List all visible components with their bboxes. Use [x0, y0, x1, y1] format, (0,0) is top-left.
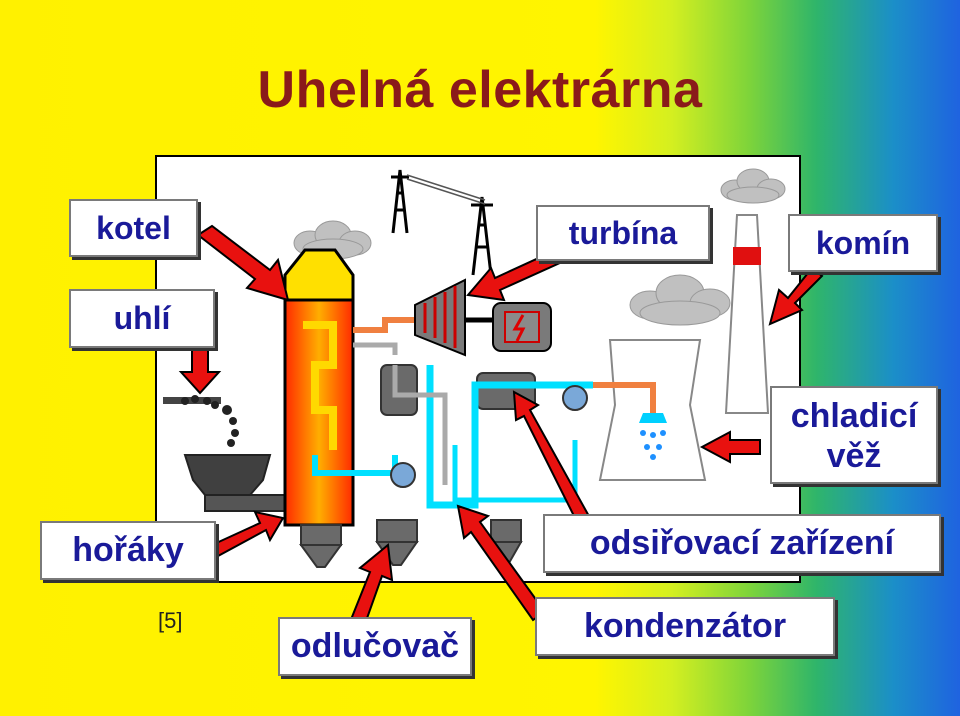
- label-kotel: kotel: [69, 199, 198, 257]
- cloud-icon: [629, 274, 731, 326]
- label-chladici-vez-line1: chladicí: [790, 397, 918, 435]
- boiler-tubes: [303, 321, 337, 450]
- pump-icon: [562, 385, 588, 411]
- reference-number: [5]: [158, 608, 183, 633]
- page-title: Uhelná elektrárna: [257, 61, 703, 119]
- lightning-icon: [512, 314, 526, 342]
- label-odsirovaci-zarizeni: odsiřovací zařízení: [543, 514, 941, 573]
- arrow-komin: [768, 266, 824, 326]
- label-horaky: hořáky: [40, 521, 216, 580]
- coal-pile-icon: [163, 395, 239, 447]
- label-chladici-vez: chladicí věž: [770, 386, 938, 484]
- water-drops: [640, 430, 666, 460]
- ash-hopper: [299, 524, 343, 568]
- arrow-uhli: [178, 341, 222, 395]
- label-odlucovac: odlučovač: [278, 617, 472, 676]
- arrow-chladici: [699, 430, 761, 464]
- power-line: [406, 174, 486, 205]
- condenser-pipe: [426, 365, 593, 509]
- label-chladici-vez-line2: věž: [826, 437, 882, 475]
- power-plant-diagram: [155, 155, 801, 583]
- arrow-kondenzator: [456, 504, 547, 622]
- transmission-tower-icon: [391, 169, 409, 234]
- arrow-kotel: [196, 224, 290, 302]
- turbine-blades: [423, 286, 457, 348]
- chimney-stripe: [733, 247, 761, 265]
- transmission-tower-icon: [471, 196, 493, 276]
- steam-pipe: [353, 317, 415, 333]
- label-kondenzator: kondenzátor: [535, 597, 835, 656]
- shower-icon: [639, 413, 667, 423]
- label-turbina: turbína: [536, 205, 710, 261]
- return-pipe: [353, 342, 398, 355]
- pump-icon: [390, 462, 416, 488]
- arrow-odsirovaci: [512, 390, 592, 526]
- separator-hopper: [375, 364, 419, 566]
- warm-water-pipe: [593, 382, 656, 413]
- turbine: [414, 278, 466, 357]
- cloud-icon: [720, 168, 786, 204]
- label-komin: komín: [788, 214, 938, 272]
- water-pipe: [312, 455, 398, 476]
- arrow-horaky: [210, 510, 285, 558]
- label-uhli: uhlí: [69, 289, 215, 348]
- arrow-turbina: [466, 248, 564, 302]
